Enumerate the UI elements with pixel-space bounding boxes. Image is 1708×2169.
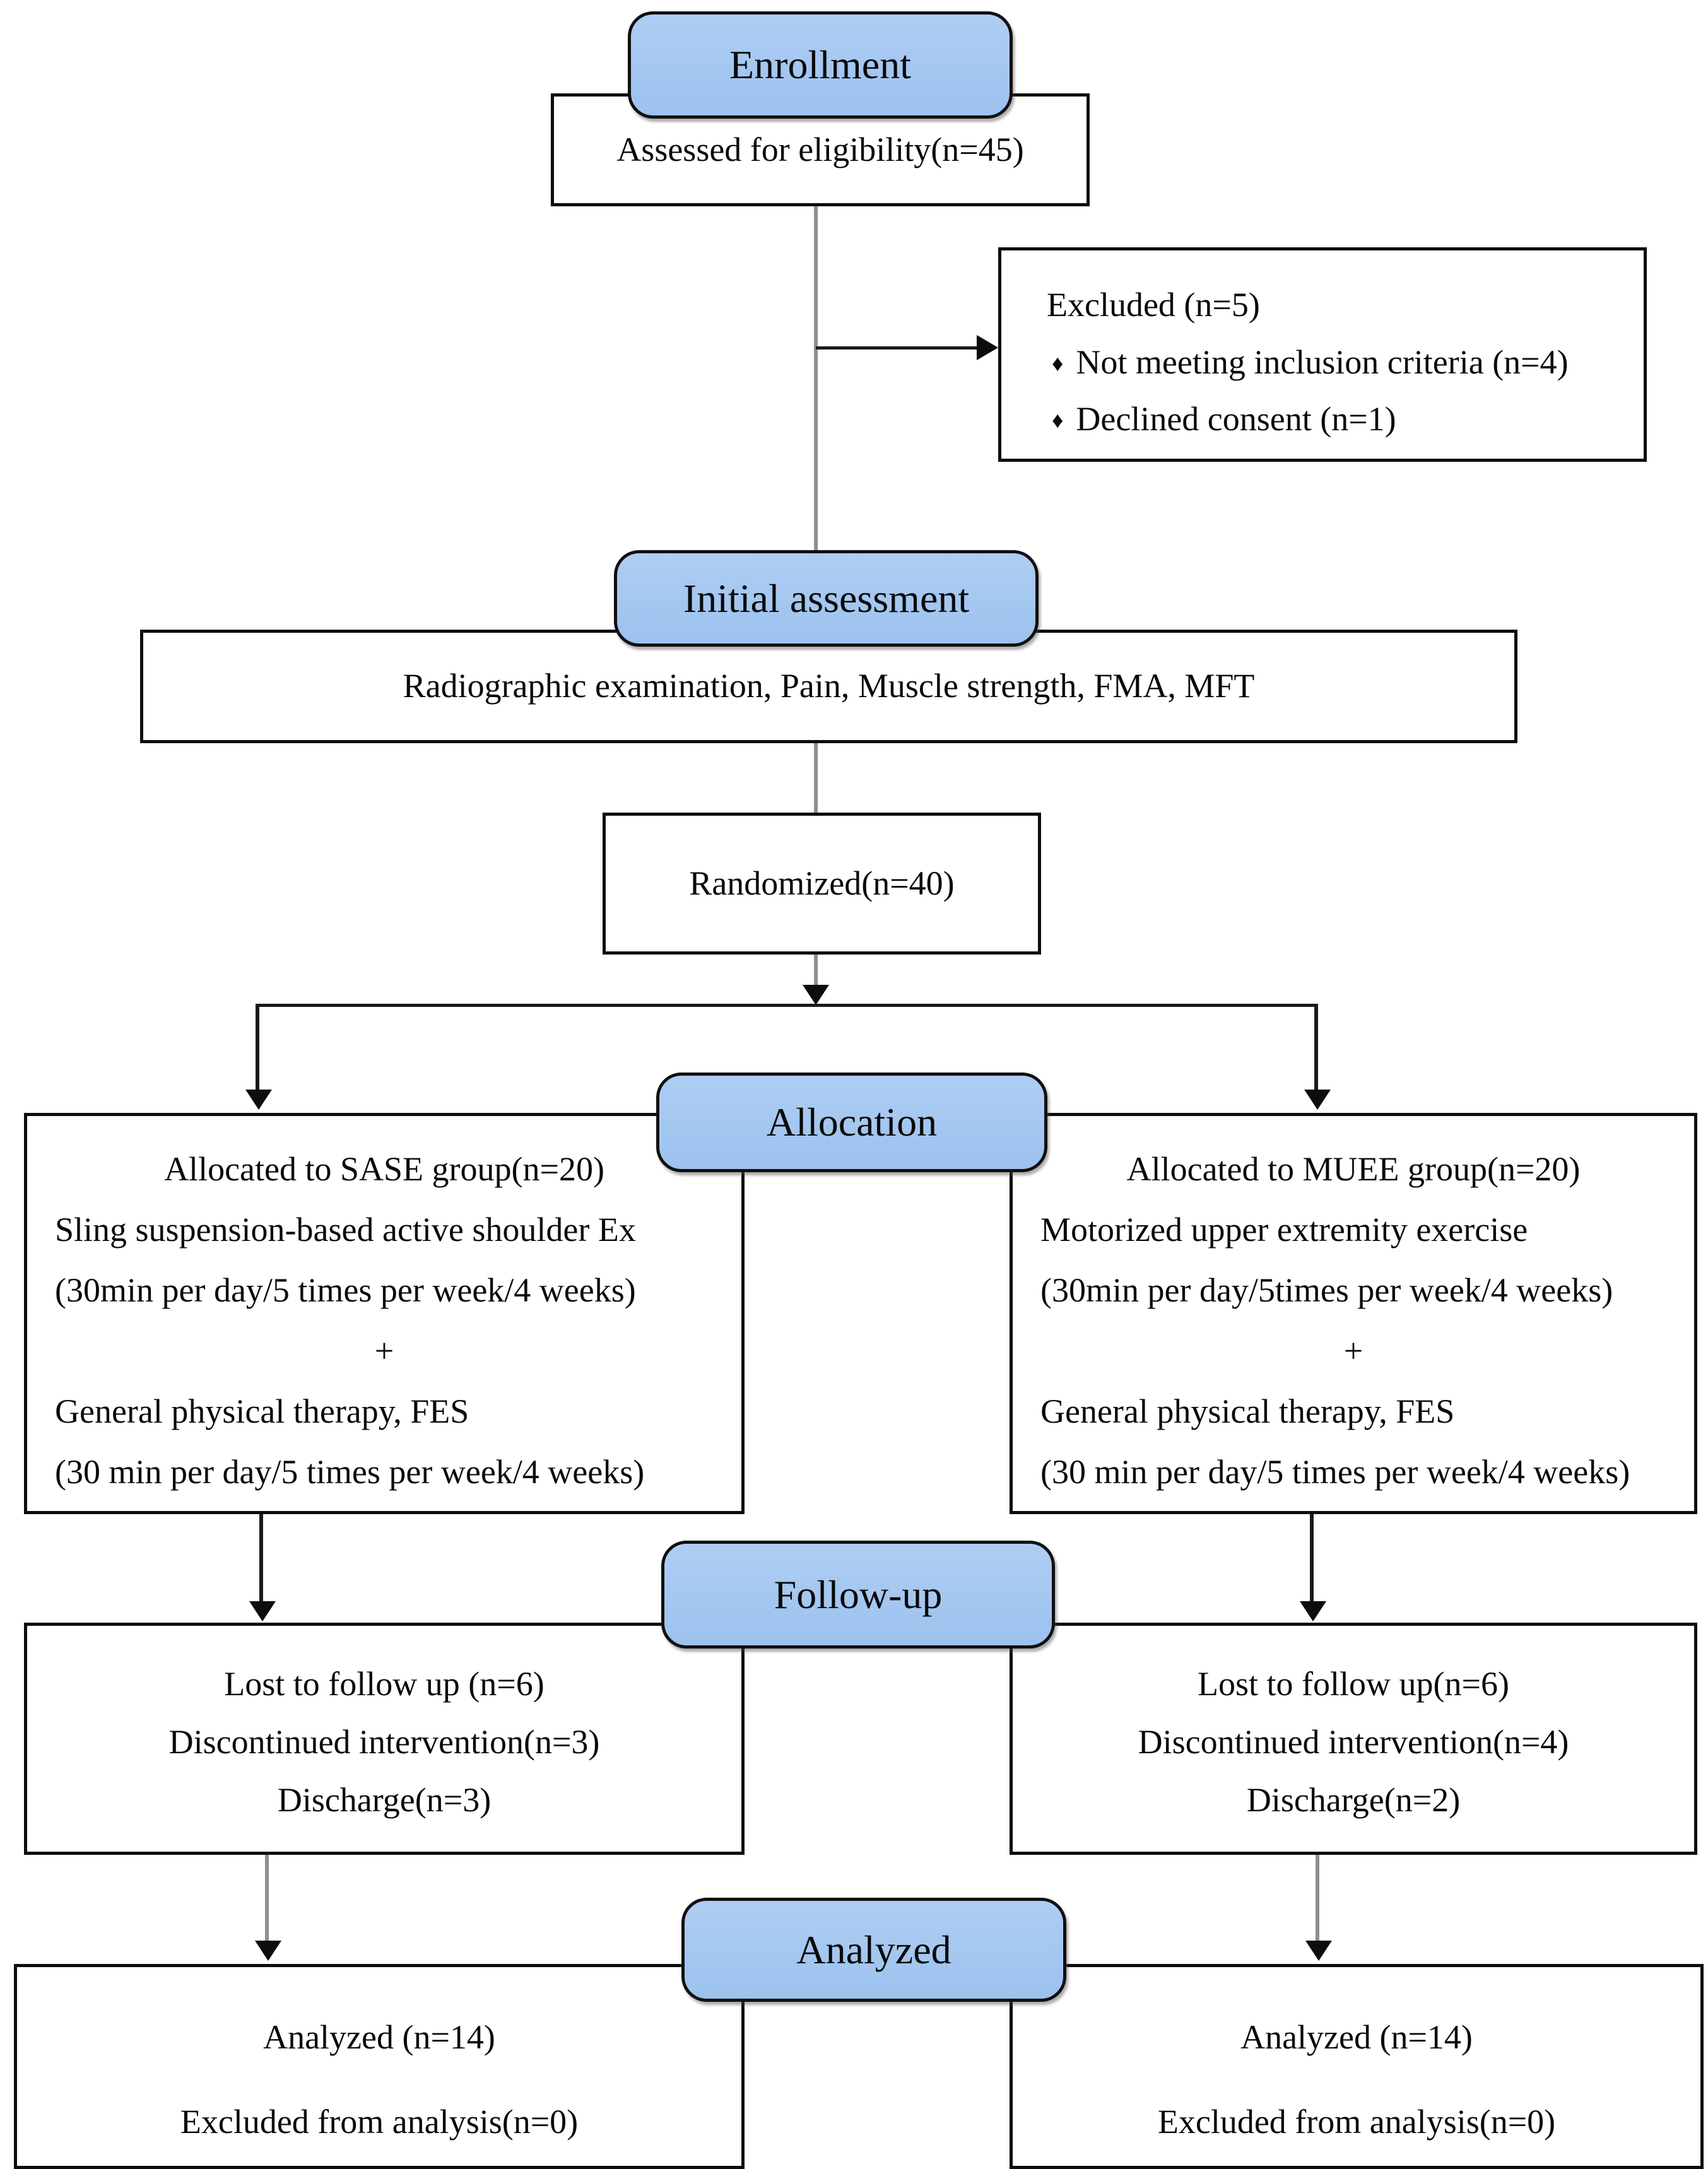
followup-line: Discharge(n=3) xyxy=(277,1781,492,1819)
connector-analyzed-right xyxy=(1316,1849,1319,1943)
followup-right-box: Lost to follow up(n=6) Discontinued inte… xyxy=(1010,1623,1697,1855)
diamond-bullet-icon: ♦ xyxy=(1052,351,1064,376)
group-line: (30 min per day/5 times per week/4 weeks… xyxy=(55,1453,645,1491)
group-line: Motorized upper extremity exercise xyxy=(1040,1211,1528,1249)
analyzed-line: Excluded from analysis(n=0) xyxy=(1157,2103,1556,2141)
arrowhead-randomized-icon xyxy=(803,985,829,1005)
connector-analyzed-left xyxy=(265,1849,269,1943)
stage-initial-assessment-label: Initial assessment xyxy=(683,575,970,621)
excluded-item: ♦ Declined consent (n=1) xyxy=(1047,391,1631,447)
arrowhead-followup-left-icon xyxy=(249,1601,276,1621)
branch-right-down xyxy=(1314,1004,1318,1092)
connector-randomized-down xyxy=(814,948,818,987)
diamond-bullet-icon: ♦ xyxy=(1052,408,1064,433)
followup-line: Discharge(n=2) xyxy=(1246,1781,1461,1819)
stage-enrollment-label: Enrollment xyxy=(729,42,911,87)
excluded-item: ♦ Not meeting inclusion criteria (n=4) xyxy=(1047,334,1631,391)
connector-excluded xyxy=(816,346,978,350)
group-line: (30min per day/5 times per week/4 weeks) xyxy=(55,1271,636,1309)
group-sase-lines: Allocated to SASE group(n=20) Sling susp… xyxy=(27,1139,741,1502)
analyzed-right-box: Analyzed (n=14) Excluded from analysis(n… xyxy=(1010,1964,1704,2169)
randomized-box: Randomized(n=40) xyxy=(603,813,1041,955)
stage-follow-up-label: Follow-up xyxy=(774,1572,943,1617)
group-line: Sling suspension-based active shoulder E… xyxy=(55,1211,636,1249)
analyzed-line: Analyzed (n=14) xyxy=(1240,2018,1473,2056)
analyzed-left-lines: Analyzed (n=14) Excluded from analysis(n… xyxy=(17,1995,741,2164)
group-line: (30min per day/5times per week/4 weeks) xyxy=(1040,1271,1613,1309)
branch-line xyxy=(256,1004,1316,1007)
followup-line: Discontinued intervention(n=4) xyxy=(1138,1723,1569,1761)
connector-assessed-down xyxy=(814,200,818,550)
group-line: General physical therapy, FES xyxy=(1040,1392,1455,1430)
excluded-content: Excluded (n=5) ♦ Not meeting inclusion cr… xyxy=(1047,276,1631,447)
analyzed-right-lines: Analyzed (n=14) Excluded from analysis(n… xyxy=(1013,1995,1700,2164)
stage-initial-assessment: Initial assessment xyxy=(614,550,1039,647)
group-line: + xyxy=(1343,1332,1363,1370)
arrowhead-allocation-left-icon xyxy=(245,1090,272,1110)
followup-left-lines: Lost to follow up (n=6) Discontinued int… xyxy=(27,1655,741,1829)
arrowhead-allocation-right-icon xyxy=(1304,1090,1331,1110)
stage-analyzed: Analyzed xyxy=(681,1898,1066,2002)
arrowhead-analyzed-left-icon xyxy=(255,1941,281,1961)
group-muee-box: Allocated to MUEE group(n=20) Motorized … xyxy=(1010,1113,1697,1514)
followup-line: Discontinued intervention(n=3) xyxy=(168,1723,600,1761)
assessed-label: Assessed for eligibility(n=45) xyxy=(616,130,1024,168)
followup-right-lines: Lost to follow up(n=6) Discontinued inte… xyxy=(1013,1655,1694,1829)
followup-line: Lost to follow up (n=6) xyxy=(224,1665,545,1703)
group-sase-box: Allocated to SASE group(n=20) Sling susp… xyxy=(24,1113,745,1514)
group-muee-lines: Allocated to MUEE group(n=20) Motorized … xyxy=(1013,1139,1694,1502)
initial-detail-box: Radiographic examination, Pain, Muscle s… xyxy=(140,630,1517,743)
branch-left-down xyxy=(256,1004,259,1092)
stage-allocation-label: Allocation xyxy=(766,1100,938,1144)
arrowhead-analyzed-right-icon xyxy=(1305,1941,1332,1961)
excluded-box: Excluded (n=5) ♦ Not meeting inclusion cr… xyxy=(998,247,1647,462)
stage-allocation: Allocation xyxy=(656,1073,1047,1172)
analyzed-left-box: Analyzed (n=14) Excluded from analysis(n… xyxy=(14,1964,745,2169)
randomized-label: Randomized(n=40) xyxy=(689,864,955,902)
group-line: General physical therapy, FES xyxy=(55,1392,469,1430)
analyzed-line: Excluded from analysis(n=0) xyxy=(180,2103,579,2141)
followup-left-box: Lost to follow up (n=6) Discontinued int… xyxy=(24,1623,745,1855)
followup-line: Lost to follow up(n=6) xyxy=(1198,1665,1509,1703)
connector-initial-down xyxy=(814,737,818,813)
arrowhead-excluded-icon xyxy=(977,335,998,360)
connector-followup-right xyxy=(1310,1508,1314,1604)
stage-follow-up: Follow-up xyxy=(661,1541,1055,1649)
excluded-item-text: Not meeting inclusion criteria (n=4) xyxy=(1076,343,1569,381)
connector-followup-left xyxy=(259,1508,263,1604)
group-line: Allocated to MUEE group(n=20) xyxy=(1126,1150,1581,1188)
initial-detail-label: Radiographic examination, Pain, Muscle s… xyxy=(403,667,1255,705)
analyzed-line: Analyzed (n=14) xyxy=(263,2018,495,2056)
group-line: Allocated to SASE group(n=20) xyxy=(164,1150,604,1188)
arrowhead-followup-right-icon xyxy=(1300,1601,1326,1621)
group-line: (30 min per day/5 times per week/4 weeks… xyxy=(1040,1453,1630,1491)
excluded-title: Excluded (n=5) xyxy=(1047,286,1260,324)
excluded-item-text: Declined consent (n=1) xyxy=(1076,400,1396,438)
group-line: + xyxy=(374,1332,394,1370)
stage-enrollment: Enrollment xyxy=(628,11,1013,119)
stage-analyzed-label: Analyzed xyxy=(796,1927,951,1972)
